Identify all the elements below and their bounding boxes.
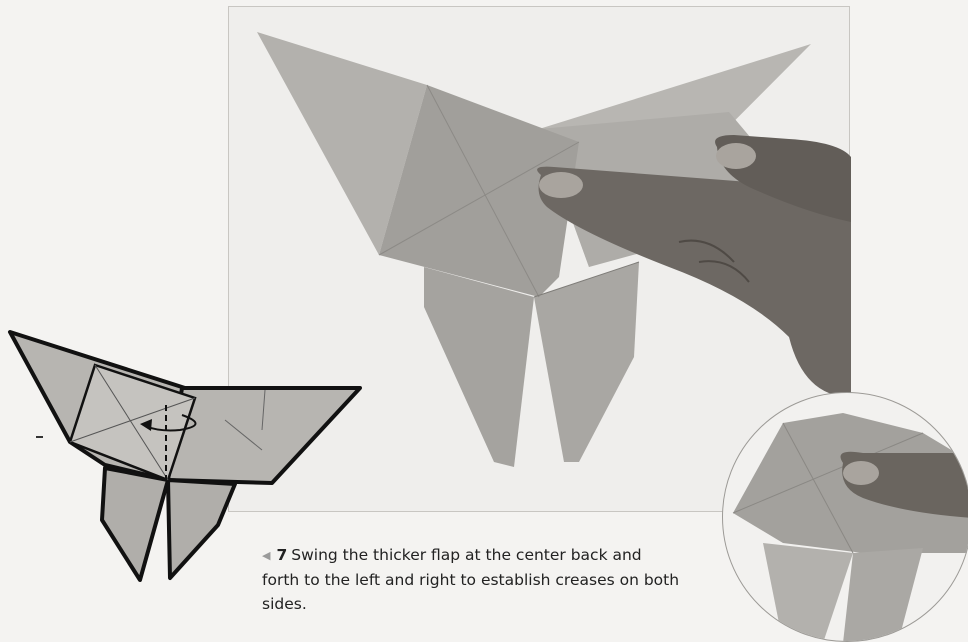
fingernail-2 [716,143,756,169]
left-triangle-icon: ◀ [262,549,270,562]
caption-text: Swing the thicker flap at the center bac… [262,546,679,613]
fingernail [539,172,583,198]
step-number: 7 [276,546,287,564]
inset-closeup [722,392,968,642]
diagram-lower-left [102,468,168,580]
stray-mark [36,436,43,438]
lower-left-wing [424,267,534,467]
diagram-lower-right [168,480,235,578]
